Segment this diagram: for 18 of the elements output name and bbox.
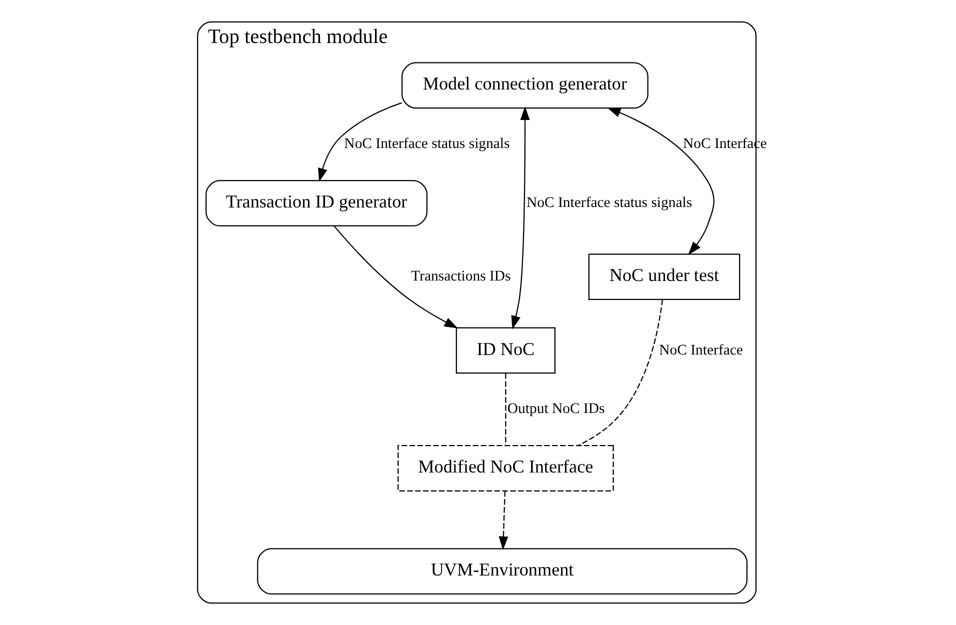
edge-label: NoC Interface status signals [526,195,692,212]
node-box: Transaction ID generator [205,180,428,226]
arrow [510,106,530,330]
edge-label: NoC Interface [658,342,742,358]
edge-label: Output NoC IDs [506,401,604,418]
edge-label: NoC Interface status signals [344,136,510,152]
node-box: ID NoC [455,327,556,374]
node-box: Modified NoC Interface [397,445,614,492]
arrow [333,226,458,328]
connector [504,373,506,446]
node-box: NoC under test [588,254,740,300]
node-box: Model connection generator [400,62,648,109]
connector [577,299,663,446]
arrow [606,107,714,255]
node-box: UVM-Environment [256,548,748,595]
arrow [317,102,402,182]
arrow [498,491,508,550]
edge-label: Transactions IDs [410,268,510,285]
